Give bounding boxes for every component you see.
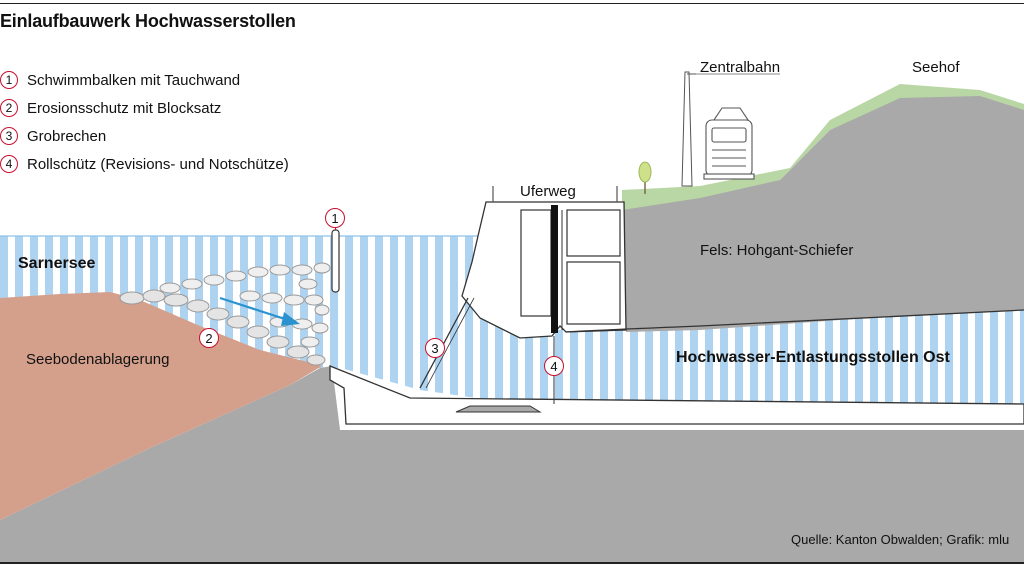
rock-upper bbox=[622, 96, 1024, 332]
legend-text: Erosionsschutz mit Blocksatz bbox=[27, 99, 222, 117]
frame-top bbox=[0, 3, 1024, 4]
catenary-mast-icon bbox=[681, 71, 780, 187]
label-zentralbahn: Zentralbahn bbox=[700, 59, 781, 76]
source-credit: Quelle: Kanton Obwalden; Grafik: mlu bbox=[791, 532, 1010, 547]
floating-beam bbox=[331, 216, 340, 293]
rock-lower bbox=[0, 366, 1024, 562]
frame-bottom bbox=[0, 562, 1024, 564]
flow-arrow-icon bbox=[219, 296, 300, 326]
legend-text: Rollschütz (Revisions- und Notschütze) bbox=[27, 155, 289, 173]
legend-item-2: 2 Erosionsschutz mit Blocksatz bbox=[0, 97, 221, 119]
callout-3: 3 bbox=[425, 338, 445, 358]
legend-text: Grobrechen bbox=[27, 127, 107, 145]
chamber-lower bbox=[566, 261, 621, 325]
legend-item-1: 1 Schwimmbalken mit Tauchwand bbox=[0, 69, 240, 91]
label-stollen: Hochwasser-Entlastungsstollen Ost bbox=[676, 349, 950, 366]
label-sarnersee: Sarnersee bbox=[18, 255, 96, 272]
diagram-title: Einlaufbauwerk Hochwasserstollen bbox=[0, 11, 296, 31]
grass-slope bbox=[622, 84, 1024, 212]
legend-badge: 2 bbox=[0, 99, 18, 117]
legend-item-3: 3 Grobrechen bbox=[0, 125, 106, 147]
roller-gate bbox=[551, 205, 558, 333]
chamber-upper bbox=[566, 209, 621, 257]
legend-badge: 3 bbox=[0, 127, 18, 145]
tunnel-floor-recess bbox=[455, 405, 542, 413]
tree-icon bbox=[638, 161, 652, 194]
sediment bbox=[0, 292, 322, 520]
callout-4: 4 bbox=[544, 356, 564, 376]
riprap-blocks bbox=[119, 262, 331, 366]
label-fels: Fels: Hohgant-Schiefer bbox=[700, 242, 854, 259]
label-seehof: Seehof bbox=[912, 59, 960, 76]
label-seebodenablagerung: Seebodenablagerung bbox=[26, 351, 170, 368]
coarse-screen-inner bbox=[425, 297, 475, 389]
gate-shaft-left bbox=[520, 209, 552, 317]
legend-badge: 4 bbox=[0, 155, 18, 173]
train-icon bbox=[703, 107, 755, 180]
legend-badge: 1 bbox=[0, 71, 18, 89]
tunnel-water bbox=[330, 260, 1024, 410]
label-uferweg: Uferweg bbox=[520, 183, 576, 200]
legend-item-4: 4 Rollschütz (Revisions- und Notschütze) bbox=[0, 153, 289, 175]
legend-text: Schwimmbalken mit Tauchwand bbox=[27, 71, 241, 89]
callout-1: 1 bbox=[325, 208, 345, 228]
callout-2: 2 bbox=[199, 328, 219, 348]
tunnel-roof bbox=[565, 309, 1024, 333]
